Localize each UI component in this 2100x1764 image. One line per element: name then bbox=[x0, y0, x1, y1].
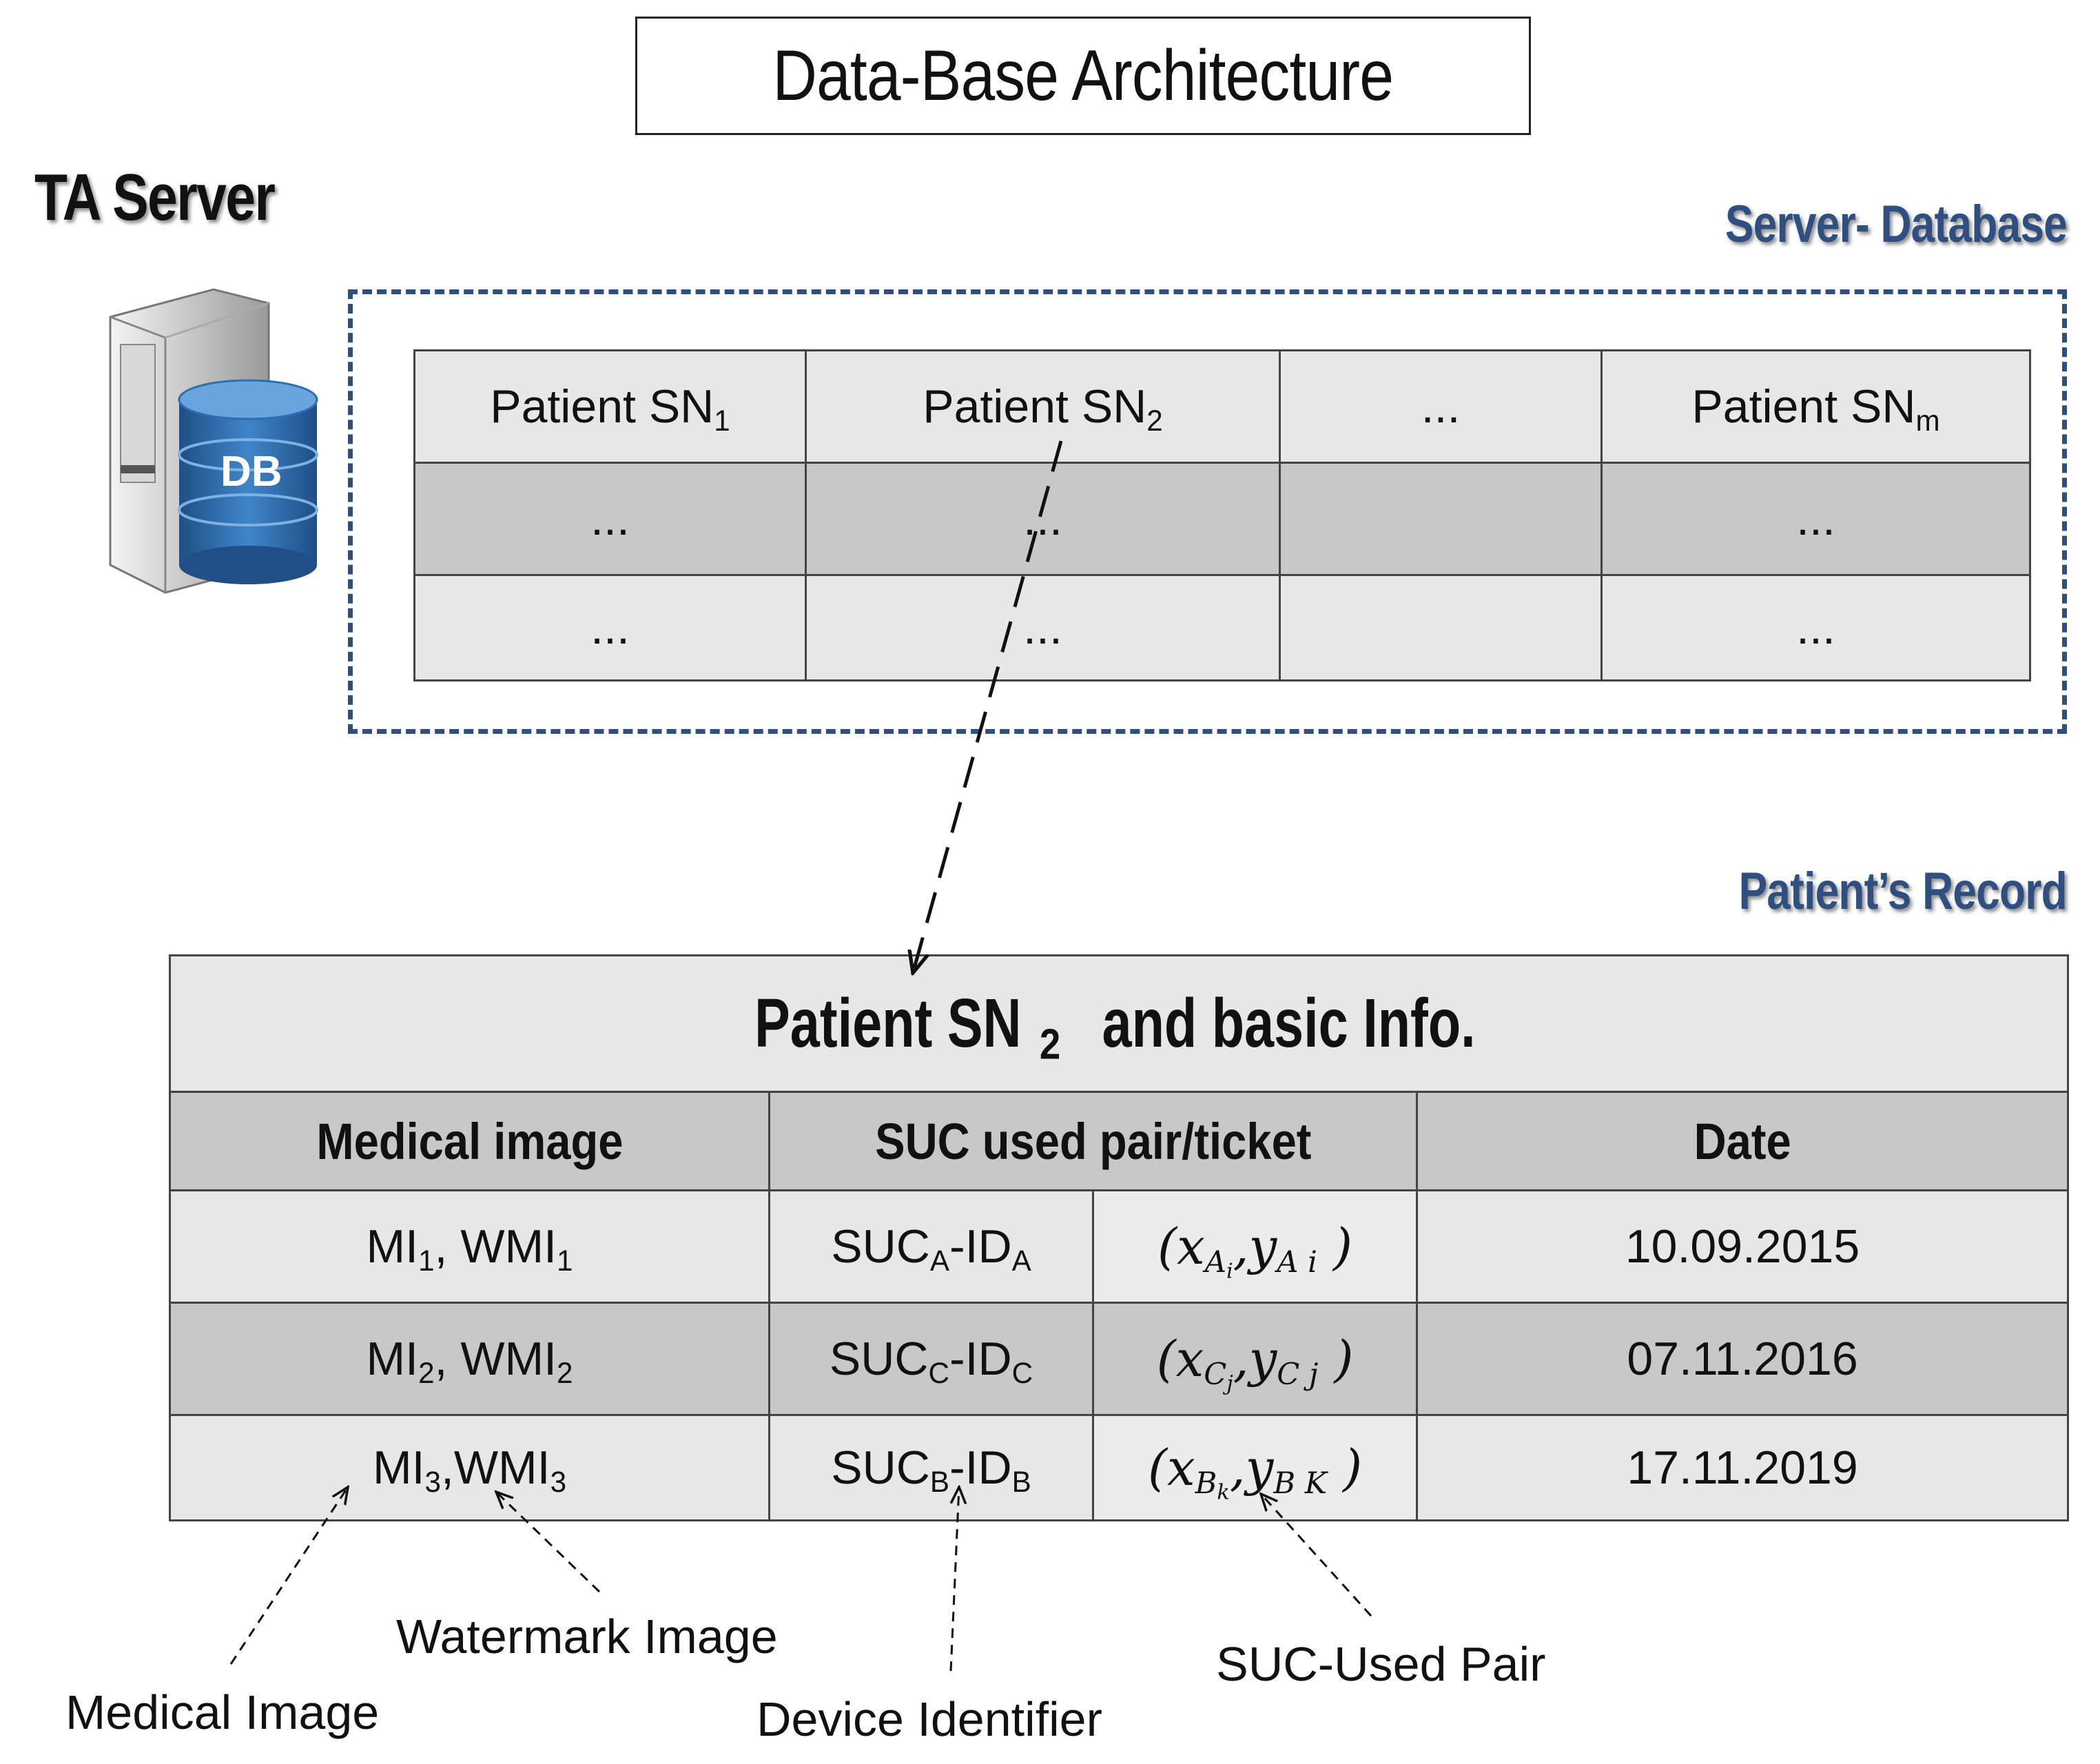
cell-date: 17.11.2019 bbox=[1415, 1414, 2070, 1521]
ta-server-label-text: TA Server bbox=[34, 161, 276, 234]
server-table-cell: ... bbox=[413, 574, 807, 681]
cell-suc-pair: (xCj,yC j ) bbox=[1092, 1302, 1418, 1416]
server-database-frame bbox=[348, 289, 2067, 734]
annotation-device-identifier: Device Identifier bbox=[756, 1692, 1102, 1746]
server-table-header-cell: Patient SNm bbox=[1600, 349, 2031, 464]
record-row: MI2, WMI2 SUCC-IDC (xCj,yC j ) 07.11.201… bbox=[169, 1302, 2070, 1416]
patient-record-label: Patient’s Record bbox=[1667, 861, 2068, 921]
annotation-medical-image: Medical Image bbox=[65, 1685, 380, 1739]
diagram-title-text: Data-Base Architecture bbox=[772, 35, 1394, 116]
server-table-cell: ... bbox=[805, 462, 1281, 576]
cell-date: 10.09.2015 bbox=[1415, 1189, 2070, 1304]
cell-medical-image: MI2, WMI2 bbox=[169, 1302, 770, 1416]
cell-device-id: SUCB-IDB bbox=[768, 1414, 1094, 1521]
record-header-row: Medical image SUC used pair/ticket Date bbox=[169, 1091, 2070, 1191]
server-database-icon: DB bbox=[109, 288, 318, 594]
server-database-table: Patient SN1 Patient SN2 ... Patient SNm … bbox=[413, 349, 2031, 681]
diagram-title: Data-Base Architecture bbox=[635, 17, 1531, 135]
header-date: Date bbox=[1415, 1091, 2070, 1191]
server-table-cell: ... bbox=[1600, 462, 2031, 576]
server-table-cell bbox=[1279, 462, 1603, 576]
server-table-cell: ... bbox=[1600, 574, 2031, 681]
server-database-label-text: Server- Database bbox=[1725, 195, 2068, 254]
db-icon-label: DB bbox=[220, 448, 282, 495]
server-table-header-cell: Patient SN1 bbox=[413, 349, 807, 464]
record-row: MI1, WMI1 SUCA-IDA (xAi,yA i ) 10.09.201… bbox=[169, 1189, 2070, 1304]
header-medical-image: Medical image bbox=[169, 1091, 770, 1191]
cell-medical-image: MI3,WMI3 bbox=[169, 1414, 770, 1521]
annotation-suc-used-pair: SUC-Used Pair bbox=[1216, 1637, 1546, 1691]
cell-device-id: SUCA-IDA bbox=[768, 1189, 1094, 1304]
header-suc-pair: SUC used pair/ticket bbox=[768, 1091, 1418, 1191]
ta-server-label: TA Server bbox=[34, 160, 327, 236]
cell-suc-pair: (xAi,yA i ) bbox=[1092, 1189, 1418, 1304]
annotation-watermark-image: Watermark Image bbox=[396, 1610, 778, 1663]
cell-device-id: SUCC-IDC bbox=[768, 1302, 1094, 1416]
server-table-row: ... ... ... bbox=[413, 462, 2031, 576]
cell-date: 07.11.2016 bbox=[1415, 1302, 2070, 1416]
cell-medical-image: MI1, WMI1 bbox=[169, 1189, 770, 1304]
patient-record-label-text: Patient’s Record bbox=[1738, 862, 2068, 921]
record-row: MI3,WMI3 SUCB-IDB (xBk,yB K ) 17.11.2019 bbox=[169, 1414, 2070, 1521]
server-table-header-cell: Patient SN2 bbox=[805, 349, 1281, 464]
server-database-label: Server- Database bbox=[1650, 194, 2068, 254]
server-table-cell: ... bbox=[805, 574, 1281, 681]
server-table-row: ... ... ... bbox=[413, 574, 2031, 681]
server-table-header-cell: ... bbox=[1279, 349, 1603, 464]
server-table-cell bbox=[1279, 574, 1603, 681]
cell-suc-pair: (xBk,yB K ) bbox=[1092, 1414, 1418, 1521]
server-table-header-row: Patient SN1 Patient SN2 ... Patient SNm bbox=[413, 349, 2031, 464]
server-table-cell: ... bbox=[413, 462, 807, 576]
